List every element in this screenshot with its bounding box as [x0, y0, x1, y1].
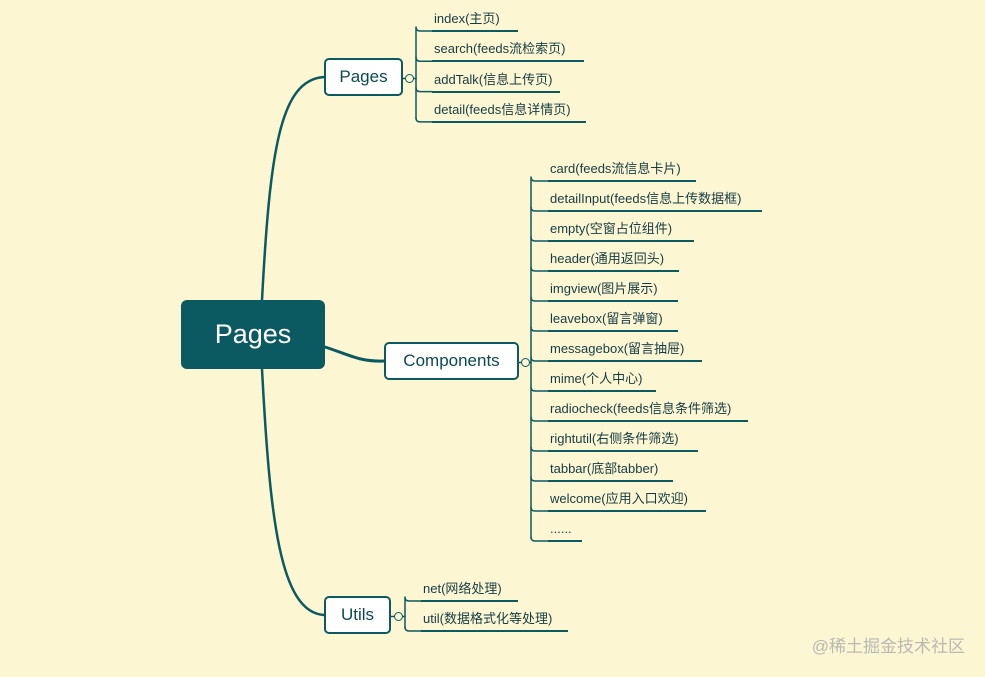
leaf-node[interactable]: welcome(应用入口欢迎): [548, 488, 706, 512]
watermark: @稀土掘金技术社区: [811, 637, 965, 656]
connector-root-pages: [260, 75, 326, 302]
leaf-node[interactable]: leavebox(留言弹窗): [548, 308, 678, 332]
connector-root-utils: [260, 367, 326, 617]
collapse-toggle-icon[interactable]: [405, 74, 414, 83]
connector-leaf: [404, 626, 422, 632]
connector-leaf: [404, 596, 422, 602]
leaf-node[interactable]: radiocheck(feeds信息条件筛选): [548, 398, 748, 422]
connector-root-components: [323, 345, 386, 363]
connector-leaf: [530, 476, 549, 482]
leaf-node[interactable]: header(通用返回头): [548, 248, 679, 272]
connector-leaf: [530, 176, 549, 182]
leaf-node[interactable]: search(feeds流检索页): [432, 38, 584, 63]
connector-leaf: [415, 86, 433, 93]
leaf-node[interactable]: util(数据格式化等处理): [421, 608, 568, 632]
branch-components[interactable]: Components: [384, 342, 519, 380]
branch-utils[interactable]: Utils: [324, 596, 391, 634]
connector-leaf: [530, 356, 549, 362]
connector-leaf: [530, 236, 549, 242]
collapse-toggle-icon[interactable]: [394, 612, 403, 621]
branch-pages[interactable]: Pages: [324, 58, 403, 96]
leaf-node[interactable]: empty(空窗占位组件): [548, 218, 694, 242]
collapse-toggle-icon[interactable]: [521, 358, 530, 367]
leaf-node[interactable]: detailInput(feeds信息上传数据框): [548, 188, 762, 212]
connector-leaf: [530, 536, 549, 542]
connector-leaf: [530, 206, 549, 212]
connector-leaf: [415, 117, 433, 123]
leaf-node[interactable]: ......: [548, 518, 582, 542]
connector-leaf: [530, 416, 549, 422]
leaf-node[interactable]: net(网络处理): [421, 578, 518, 602]
connector-leaf: [530, 266, 549, 272]
connector-leaf: [530, 446, 549, 452]
connector-leaf: [530, 296, 549, 302]
leaf-node[interactable]: messagebox(留言抽屉): [548, 338, 702, 362]
leaf-node[interactable]: detail(feeds信息详情页): [432, 99, 586, 123]
connector-leaf: [415, 56, 433, 63]
root-node[interactable]: Pages: [181, 300, 325, 369]
leaf-node[interactable]: addTalk(信息上传页): [432, 69, 560, 93]
leaf-node[interactable]: imgview(图片展示): [548, 278, 678, 302]
leaf-node[interactable]: index(主页): [432, 8, 518, 32]
connector-leaf: [530, 326, 549, 332]
leaf-node[interactable]: card(feeds流信息卡片): [548, 158, 696, 182]
connector-leaf: [530, 506, 549, 512]
leaf-node[interactable]: mime(个人中心): [548, 368, 656, 392]
leaf-node[interactable]: tabbar(底部tabber): [548, 458, 673, 482]
connector-leaf: [530, 386, 549, 392]
leaf-node[interactable]: rightutil(右侧条件筛选): [548, 428, 698, 452]
connector-leaf: [415, 26, 433, 32]
